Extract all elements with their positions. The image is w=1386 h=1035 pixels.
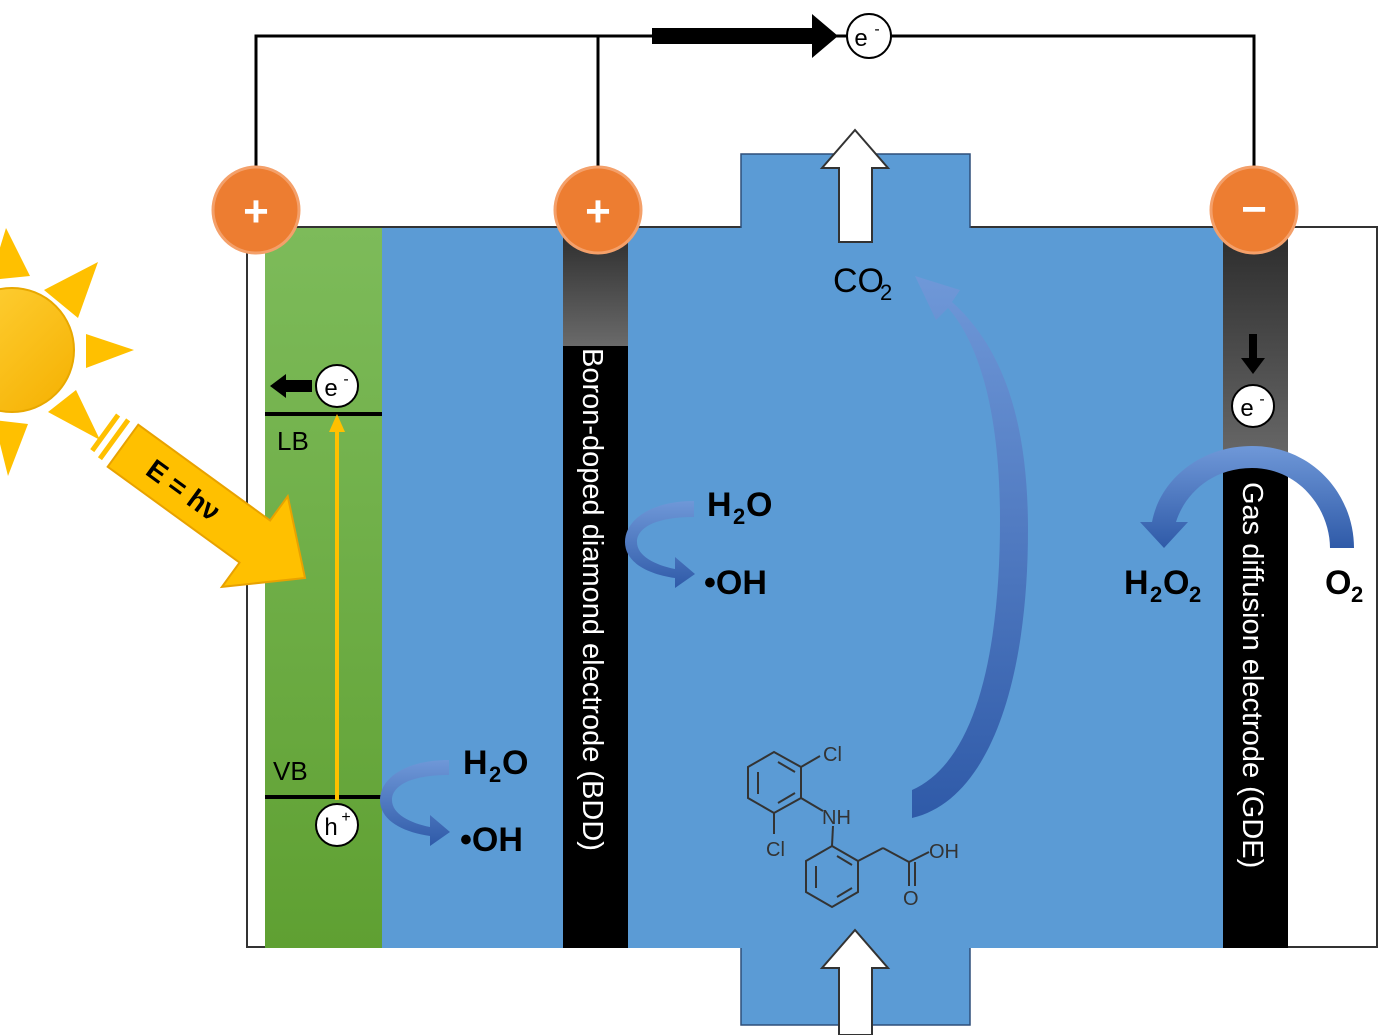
diclofenac-molecule xyxy=(747,750,930,909)
vb-hole-label: h xyxy=(324,814,337,841)
amine-label: NH xyxy=(822,807,851,829)
electron-flow-arrow xyxy=(652,14,838,58)
lb-electron-label: e xyxy=(324,375,337,402)
lb-electron: e - xyxy=(270,364,359,408)
bdd-electrode xyxy=(563,346,628,948)
excitation-arrow xyxy=(329,414,345,800)
h2o-subscript: 2 xyxy=(733,504,745,529)
hydroxyl-label: OH xyxy=(929,841,959,863)
h2o-label: H xyxy=(463,744,488,782)
photoanode-water-oxidation: H 2 O •OH xyxy=(380,744,528,859)
gde-electron: e - xyxy=(1231,334,1275,428)
gde-electron-label: e xyxy=(1240,395,1253,422)
oh-radical-label: •OH xyxy=(460,821,523,859)
h2o2-subscript: 2 xyxy=(1150,582,1162,607)
gde-electrode xyxy=(1223,468,1288,948)
mineralization-arrow xyxy=(912,276,1028,818)
h2o-label-end: O xyxy=(502,744,528,782)
h2o-label-end: O xyxy=(746,486,772,524)
terminal-minus-label: − xyxy=(1241,185,1267,234)
oxygen-reduction-arrow xyxy=(1140,446,1354,548)
gde-electron-charge: - xyxy=(1259,391,1264,408)
terminal-plus-label: + xyxy=(243,187,269,236)
sun-icon xyxy=(0,228,134,476)
terminal-plus-label: + xyxy=(585,187,611,236)
h2o-label: H xyxy=(707,486,732,524)
vb-hole: h + xyxy=(315,803,359,847)
wire-electron-label: e xyxy=(854,25,867,52)
o2-label: O xyxy=(1325,564,1351,602)
photoanode-plus-terminal: + xyxy=(211,165,301,255)
gde-electrode-label: Gas diffusion electrode (GDE) xyxy=(1236,482,1268,868)
chlorine-label: Cl xyxy=(823,744,842,766)
electrolyte xyxy=(382,228,1224,948)
vb-hole-charge: + xyxy=(341,809,350,826)
co2-label: CO xyxy=(833,262,884,300)
lb-electron-charge: - xyxy=(343,371,348,388)
outlet-flow-arrow xyxy=(819,128,891,243)
inlet-flow-arrow xyxy=(819,928,891,1035)
chlorine-label: Cl xyxy=(766,839,785,861)
h2o2-label-o: O xyxy=(1163,564,1189,602)
oh-radical-label: •OH xyxy=(704,564,767,602)
o2-subscript: 2 xyxy=(1351,582,1363,607)
co2-subscript: 2 xyxy=(880,280,892,305)
wire-electron: e - xyxy=(846,13,892,59)
h2o-subscript: 2 xyxy=(489,762,501,787)
vb-label: VB xyxy=(273,756,308,786)
h2o2-label: H xyxy=(1124,564,1149,602)
lb-label: LB xyxy=(277,426,309,456)
bdd-electrode-label: Boron-doped diamond electrode (BDD) xyxy=(576,348,608,851)
oxygen-label: O xyxy=(903,888,919,910)
bdd-water-oxidation: H 2 O •OH xyxy=(625,486,772,602)
wire-electron-charge: - xyxy=(874,21,879,38)
gde-minus-terminal: − xyxy=(1209,165,1299,255)
bdd-plus-terminal: + xyxy=(553,165,643,255)
h2o2-subscript: 2 xyxy=(1189,582,1201,607)
